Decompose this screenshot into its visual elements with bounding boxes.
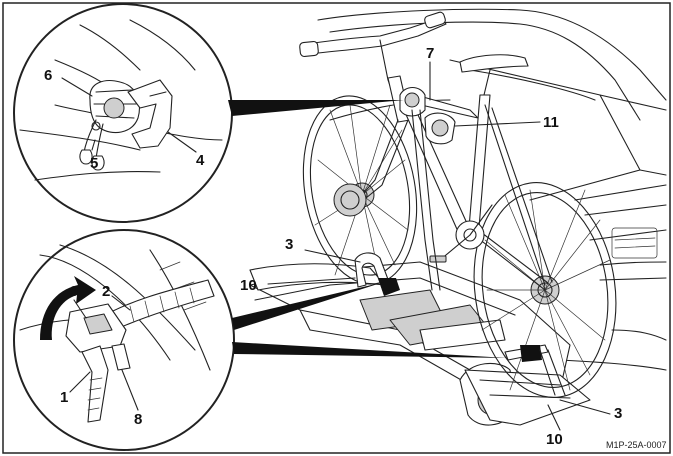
callout-11: 11 (543, 114, 559, 131)
rear-wheel-strap (504, 344, 566, 396)
rack-platform (249, 261, 591, 426)
callout-8: 8 (134, 411, 142, 428)
callout-5: 5 (90, 155, 98, 172)
callout-3-rear: 3 (614, 405, 622, 422)
detail-view-strap (13, 229, 235, 451)
callout-3-front: 3 (285, 236, 293, 253)
connector-bottom (232, 342, 508, 358)
figure-code: M1P-25A-0007 (606, 440, 667, 450)
car-rear (317, 8, 667, 371)
callout-1: 1 (60, 389, 68, 406)
callout-connectors (228, 100, 508, 358)
leader-lines (267, 61, 611, 431)
callout-10-rear: 10 (546, 431, 563, 448)
callout-2: 2 (102, 283, 110, 300)
connector-middle (232, 282, 384, 330)
front-wheel-strap (354, 252, 400, 296)
callout-6: 6 (44, 67, 52, 84)
callout-7: 7 (426, 45, 434, 62)
callout-9: 9 (70, 283, 78, 300)
detail-view-lock (13, 3, 233, 223)
connector-top (228, 100, 404, 116)
callout-4: 4 (196, 152, 205, 169)
holder-arm (399, 86, 456, 291)
callout-10-front: 10 (240, 277, 257, 294)
